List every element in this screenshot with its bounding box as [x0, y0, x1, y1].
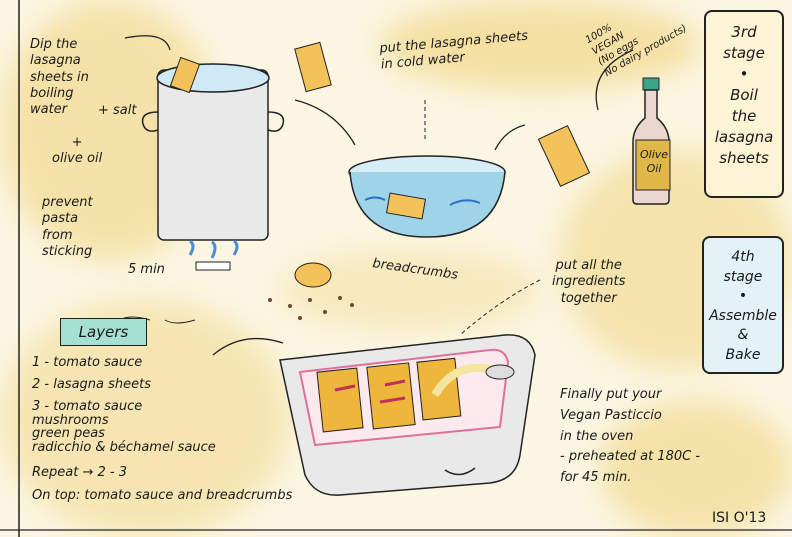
yellow-wash — [380, 0, 700, 90]
stage-4-box: 4th stage • Assemble & Bake — [702, 236, 784, 374]
layers-ribbon: Layers — [60, 318, 147, 346]
layer-item-2: 2 - lasagna sheets — [32, 377, 152, 392]
layers-title: Layers — [78, 323, 129, 341]
breadcrumb-dots — [268, 296, 354, 320]
repeat-text: Repeat → 2 - 3 — [32, 465, 127, 480]
yellow-wash — [280, 250, 540, 330]
prevent-sticking-text: prevent pasta from sticking — [42, 195, 93, 259]
lasagna-sheet — [537, 125, 591, 187]
layer-item-1: 1 - tomato sauce — [32, 355, 143, 370]
salt-text: + salt — [98, 103, 137, 118]
baking-dish — [279, 334, 536, 496]
together-text: put all the ingredients together — [552, 258, 626, 306]
layer-item-3: 3 - tomato sauce mushrooms green peas ra… — [32, 399, 216, 455]
water-bowl — [348, 155, 506, 238]
arrow — [294, 99, 356, 146]
boil-time-text: 5 min — [128, 262, 165, 277]
olive-oil-text: + olive oil — [52, 135, 103, 167]
bread-roll — [294, 262, 332, 288]
arrow — [494, 124, 526, 151]
oil-label: Olive Oil — [640, 148, 669, 175]
lasagna-sheet — [294, 41, 332, 93]
arrow — [212, 337, 284, 356]
olive-oil-bottle — [632, 77, 671, 205]
arrow — [124, 35, 171, 51]
on-top-text: On top: tomato sauce and breadcrumbs — [32, 488, 293, 503]
yellow-wash — [600, 400, 792, 537]
boiling-pot — [141, 56, 285, 271]
finally-text: Finally put your Vegan Pasticcio in the … — [560, 387, 701, 486]
arrow — [595, 49, 634, 111]
arrow — [459, 279, 541, 336]
step-dip-text: Dip the lasagna sheets in boiling water — [30, 37, 89, 117]
stage-3-box: 3rd stage • Boil the lasagna sheets — [704, 10, 784, 198]
signature: ISI O'13 — [712, 510, 767, 526]
